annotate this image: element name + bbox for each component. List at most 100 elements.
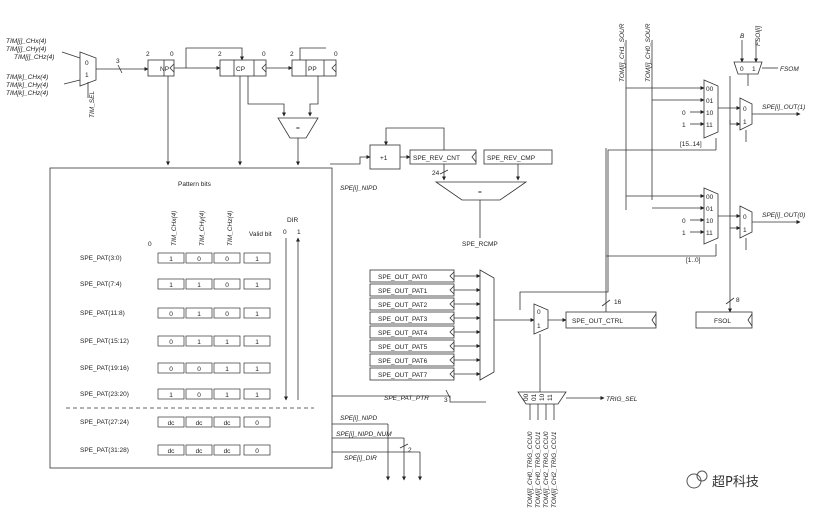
- spe-rcmp-label: SPE_RCMP: [462, 241, 498, 248]
- pattern-cell: 1: [255, 256, 259, 263]
- pattern-cell: 1: [225, 392, 229, 399]
- fsom-0: 0: [740, 66, 744, 73]
- out-pat-mux: [479, 269, 495, 381]
- width-24: 24: [432, 170, 440, 177]
- fsom-in-b: B: [740, 33, 745, 40]
- width-2: 2: [408, 447, 412, 454]
- pattern-cell-box: [157, 362, 185, 374]
- tom-ch1-sour: TOM[i]_CH1_SOUR: [619, 23, 626, 82]
- cp-label: CP: [236, 66, 245, 73]
- fsol-label: FSOL: [714, 318, 731, 325]
- fsom-1: 1: [752, 66, 756, 73]
- pattern-cell-box: [157, 416, 185, 428]
- out-mux-lo: [703, 187, 719, 245]
- final-lo-0: 0: [743, 214, 747, 221]
- plus-one-adder: [369, 144, 401, 170]
- col-header-chx: TIM_CHx(4): [171, 211, 178, 246]
- pp-bit-lo: 0: [334, 51, 338, 58]
- pattern-cell-box: [157, 252, 185, 264]
- comp-eq-top: =: [296, 125, 300, 132]
- col-header-chy: TIM_CHy(4): [199, 211, 206, 246]
- np-bit-hi: 2: [146, 51, 150, 58]
- pattern-cell: dc: [224, 448, 232, 455]
- dir-label: DIR: [287, 217, 299, 224]
- out-ctrl-register: [565, 311, 657, 329]
- trig-ccu-1: TOM[i]_CH0_TRIG_CCU1: [535, 431, 542, 508]
- pattern-cell-box: [185, 278, 213, 290]
- pattern-cell: dc: [224, 420, 232, 427]
- out-pat-registers: SPE_OUT_PAT0SPE_OUT_PAT1SPE_OUT_PAT2SPE_…: [369, 269, 481, 381]
- out-pat-clock: [449, 341, 455, 351]
- col-header-chz: TIM_CHz(4): [227, 211, 234, 246]
- pattern-row-label: SPE_PAT(19:16): [80, 365, 129, 372]
- pattern-cell: dc: [168, 420, 176, 427]
- np-bit-lo: 0: [170, 51, 174, 58]
- pattern-cell-box: [185, 335, 213, 347]
- mux-in-0: 0: [85, 60, 89, 67]
- pattern-row-label: SPE_PAT(7:4): [80, 281, 122, 288]
- pattern-cell-box: [243, 278, 271, 290]
- fsom-in-other: FSOI[i]: [755, 26, 762, 46]
- out-width-3: 3: [444, 397, 448, 404]
- pattern-cell: 0: [225, 282, 229, 289]
- pattern-cell: 1: [225, 366, 229, 373]
- pattern-cell: 0: [197, 256, 201, 263]
- mux-hi-00: 00: [706, 86, 714, 93]
- nipd-num: SPE[i]_NIPD_NUM: [336, 431, 392, 438]
- pattern-cell-box: [157, 335, 185, 347]
- pattern-cell-box: [185, 252, 213, 264]
- trig-in-00: 00: [523, 393, 530, 401]
- tim-k-chy: TIM[k]_CHy(4): [6, 82, 48, 89]
- out-pat-reg-label: SPE_OUT_PAT6: [378, 358, 428, 365]
- final-lo-1: 1: [743, 227, 747, 234]
- final-mux-hi: [739, 97, 753, 131]
- out-pat-reg-label: SPE_OUT_PAT1: [378, 288, 428, 295]
- final-hi-1: 1: [743, 119, 747, 126]
- const-1-lo: 1: [682, 230, 686, 237]
- input-mux: [79, 51, 97, 87]
- pattern-cell-box: [243, 416, 271, 428]
- spe-out-1: SPE[i]_OUT(1): [762, 104, 805, 111]
- pattern-cell: 1: [225, 339, 229, 346]
- tim-k-chz: TIM[k]_CHz(4): [6, 90, 48, 97]
- out-pat-reg-label: SPE_OUT_PAT5: [378, 344, 428, 351]
- pattern-cell-box: [243, 335, 271, 347]
- pattern-cell: 0: [225, 256, 229, 263]
- pattern-cell: 1: [197, 282, 201, 289]
- rev-cnt-label: SPE_REV_CNT: [413, 155, 460, 162]
- col-header-valid: Valid bit: [249, 231, 272, 238]
- comp-eq-rev: =: [478, 189, 482, 196]
- mux-lo-01: 01: [706, 206, 714, 213]
- pattern-cell-box: [243, 362, 271, 374]
- pattern-cell: 1: [255, 311, 259, 318]
- pattern-cell: 1: [169, 392, 173, 399]
- pattern-cell-box: [185, 307, 213, 319]
- pattern-cell: 0: [169, 339, 173, 346]
- out-pat-reg-label: SPE_OUT_PAT2: [378, 302, 428, 309]
- pattern-title: Pattern bits: [178, 181, 212, 188]
- mux-lo-10: 10: [706, 218, 714, 225]
- out-pat-clock: [449, 313, 455, 323]
- pattern-cell: dc: [168, 448, 176, 455]
- out-pat-reg-label: SPE_OUT_PAT7: [378, 372, 428, 379]
- np-label: NP: [160, 66, 169, 73]
- pattern-cell-box: [157, 444, 185, 456]
- pattern-cell-box: [157, 388, 185, 400]
- width-8: 8: [736, 297, 740, 304]
- pattern-cell: 0: [197, 366, 201, 373]
- mux-hi-11: 11: [706, 122, 713, 129]
- tim-j-chy: TIM[j]_CHy(4): [6, 46, 46, 53]
- trig-ccu-2: TOM[i]_CH2_TRIG_CCU0: [543, 431, 550, 508]
- watermark: 超P科技: [686, 470, 759, 490]
- sel-mux-in-1: 1: [537, 323, 541, 330]
- pattern-row-label: SPE_PAT(31:28): [80, 447, 129, 454]
- pattern-cell: 1: [169, 282, 173, 289]
- spe-out-0: SPE[i]_OUT(0): [762, 212, 805, 219]
- pattern-cell: 1: [255, 282, 259, 289]
- range-lo: [1..0]: [686, 257, 701, 264]
- pattern-cell-box: [157, 278, 185, 290]
- mux-hi-01: 01: [706, 98, 714, 105]
- out-pat-clock: [449, 369, 455, 379]
- pattern-row-label: SPE_PAT(23:20): [80, 391, 129, 398]
